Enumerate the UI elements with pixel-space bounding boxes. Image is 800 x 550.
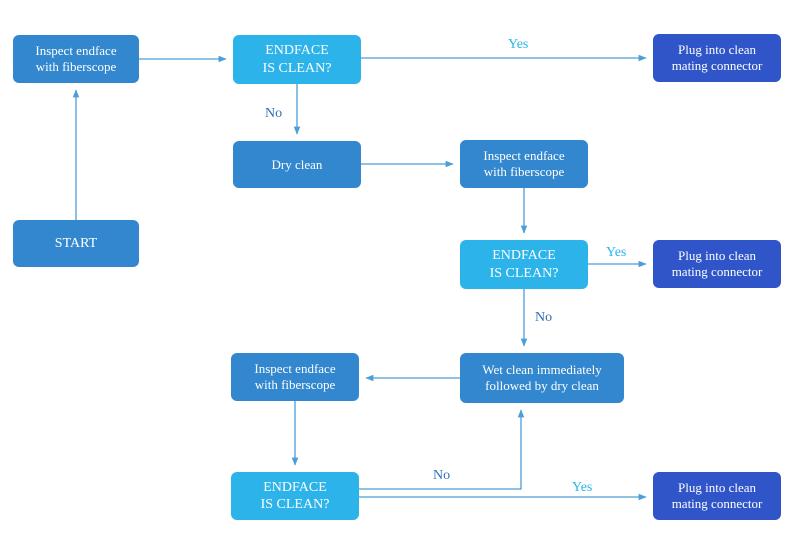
- node-line: mating connector: [671, 496, 763, 511]
- node-line: mating connector: [671, 58, 763, 73]
- node-line: followed by dry clean: [485, 378, 599, 393]
- node-decision-3[interactable]: ENDFACE IS CLEAN?: [231, 472, 359, 520]
- node-line: Plug into clean: [678, 480, 756, 496]
- node-line: with fiberscope: [35, 59, 117, 74]
- edge-label-yes-1: Yes: [508, 37, 529, 52]
- edge-label-yes-2: Yes: [606, 245, 627, 260]
- node-line: Wet clean immediately: [482, 362, 602, 378]
- node-line: Plug into clean: [678, 42, 756, 58]
- node-line: Inspect endface: [35, 43, 117, 59]
- node-label-start: START: [17, 235, 135, 252]
- node-line: IS CLEAN?: [489, 265, 559, 281]
- node-label-decision-3: ENDFACE IS CLEAN?: [235, 479, 355, 513]
- node-line: ENDFACE: [492, 248, 556, 264]
- node-line: START: [54, 235, 98, 251]
- node-line: with fiberscope: [483, 164, 565, 179]
- node-line: Inspect endface: [254, 361, 336, 377]
- node-dry-clean[interactable]: Dry clean: [233, 141, 361, 188]
- edge-label-yes-3: Yes: [572, 480, 593, 495]
- edge-label-no-2: No: [535, 310, 553, 325]
- node-line: ENDFACE: [265, 43, 329, 59]
- node-label-dry-clean: Dry clean: [237, 157, 357, 173]
- edge-label-no-3: No: [433, 468, 451, 483]
- node-line: Plug into clean: [678, 248, 756, 264]
- node-line: Dry clean: [271, 156, 323, 172]
- node-start[interactable]: START: [13, 220, 139, 267]
- node-line: Inspect endface: [483, 148, 565, 164]
- node-line: ENDFACE: [263, 479, 327, 495]
- node-line: IS CLEAN?: [260, 497, 330, 512]
- edge-label-no-1: No: [265, 106, 283, 121]
- node-line: mating connector: [671, 264, 763, 279]
- node-line: IS CLEAN?: [262, 60, 332, 76]
- node-line: with fiberscope: [254, 377, 336, 392]
